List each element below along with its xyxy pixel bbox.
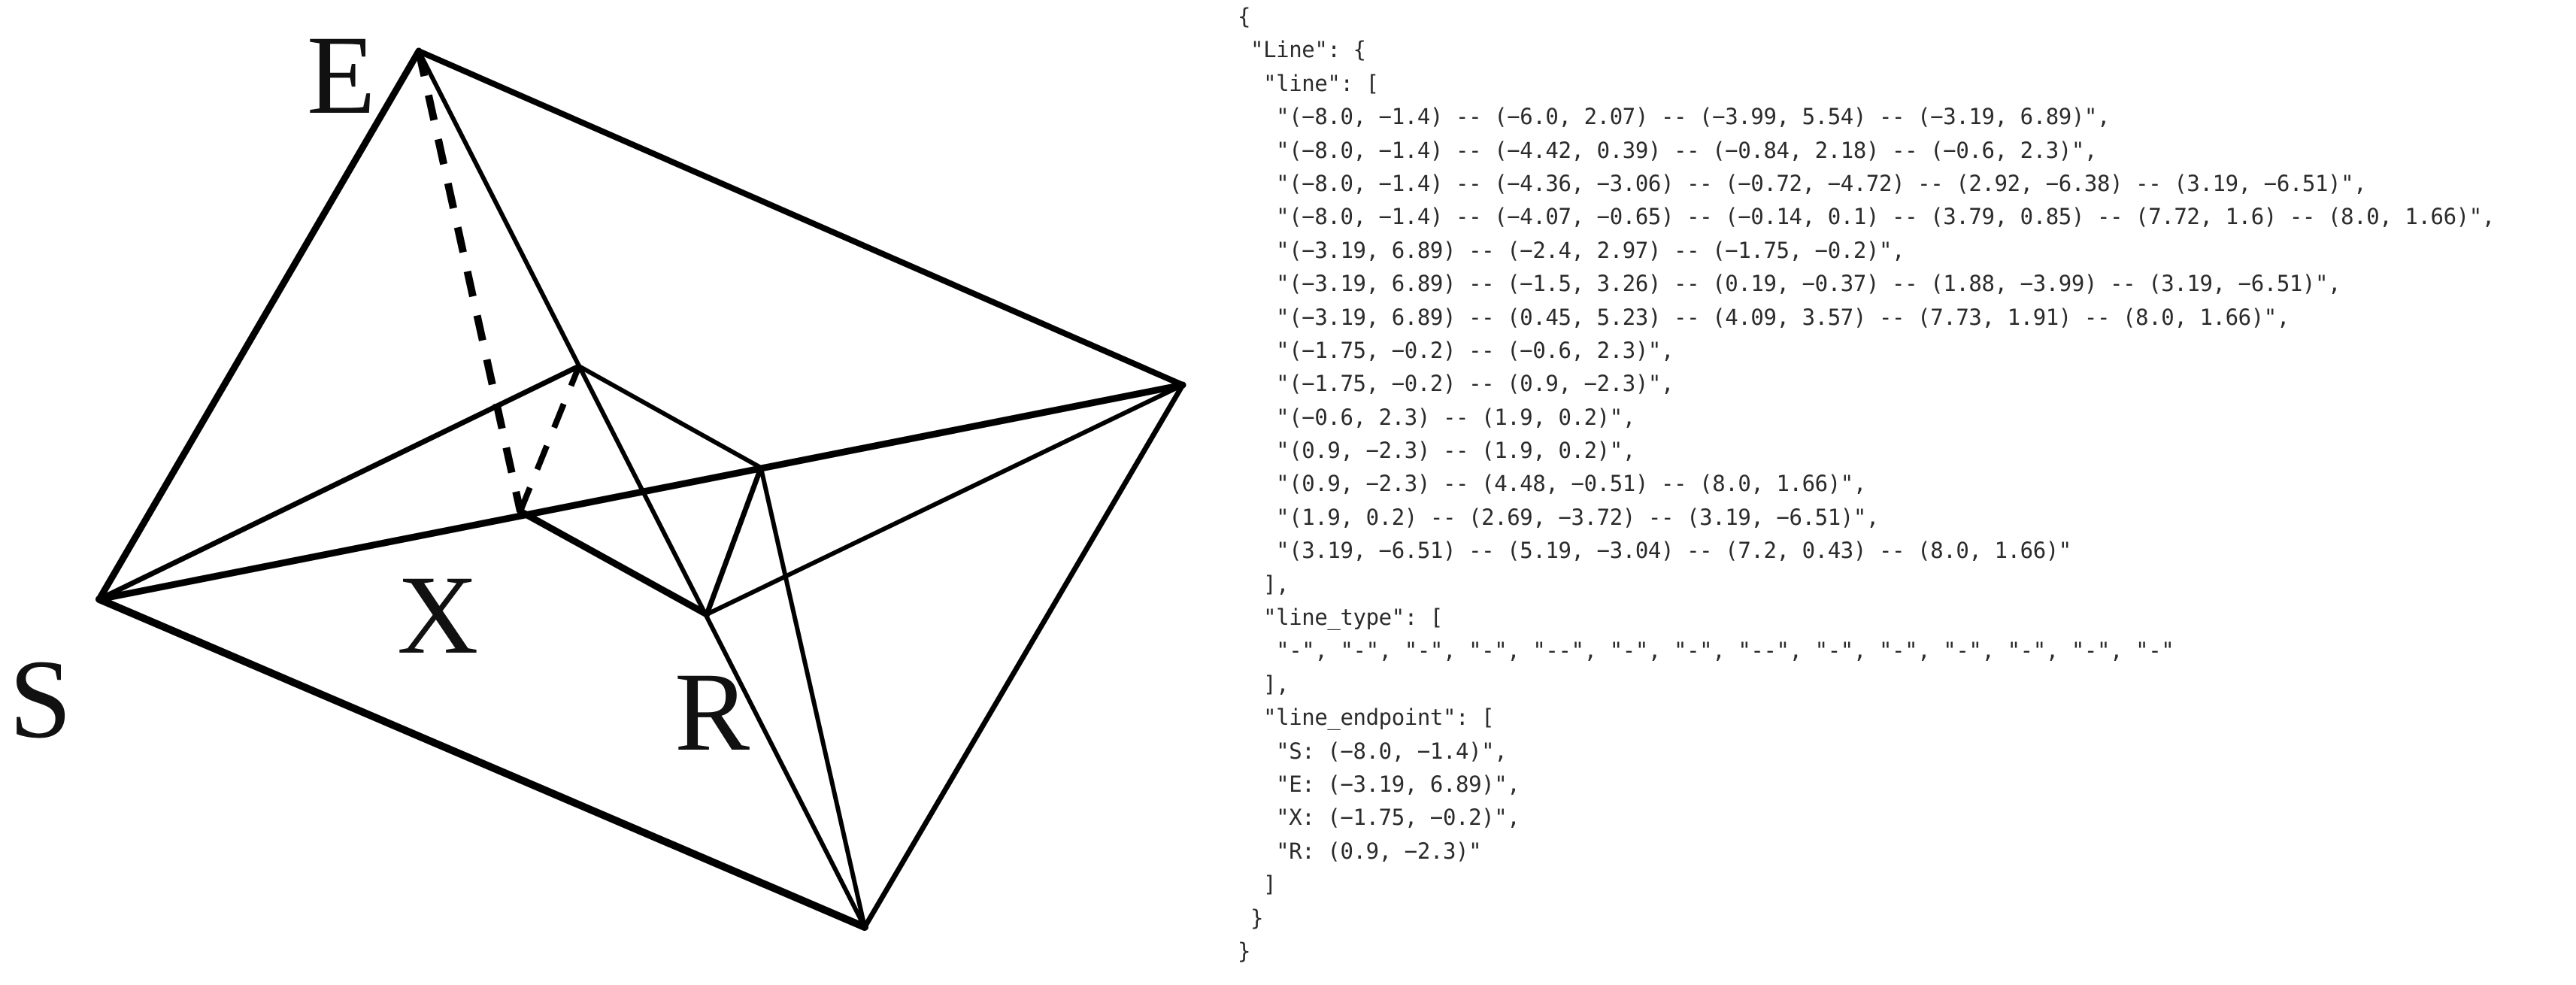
json-line: "-", "-", "-", "-", "--", "-", "-", "--"… <box>1238 638 2174 664</box>
json-line: "S: (−8.0, −1.4)", <box>1238 738 1508 764</box>
json-line: } <box>1238 905 1264 931</box>
edge-BT-RT <box>862 382 1186 930</box>
json-line: { <box>1238 4 1251 29</box>
json-line: "(−0.6, 2.3) -- (1.9, 0.2)", <box>1238 404 1635 430</box>
json-line: "(−1.75, −0.2) -- (0.9, −2.3)", <box>1238 371 1674 397</box>
json-line: "R: (0.9, −2.3)" <box>1238 838 1482 864</box>
json-text-panel: { "Line": { "line": [ "(−8.0, −1.4) -- (… <box>1238 0 2495 968</box>
edge-E-X <box>415 50 524 513</box>
json-line: "Line": { <box>1238 37 1366 63</box>
vertex-label-R: R <box>674 650 750 774</box>
json-line: "(3.19, −6.51) -- (5.19, −3.04) -- (7.2,… <box>1238 538 2071 564</box>
edge-E-RT <box>416 48 1186 388</box>
vertex-label-S: S <box>9 637 71 762</box>
vertex-label-X: X <box>397 553 478 677</box>
edge-S-E <box>95 47 423 603</box>
edge-B-BT <box>759 465 867 929</box>
json-line: "(1.9, 0.2) -- (2.69, −3.72) -- (3.19, −… <box>1238 504 1879 530</box>
json-line: "line_type": [ <box>1238 605 1443 631</box>
json-line: "(−8.0, −1.4) -- (−4.07, −0.65) -- (−0.1… <box>1238 204 2495 230</box>
edge-R-RT <box>705 383 1185 617</box>
json-line: ], <box>1238 671 1290 697</box>
geometry-diagram: E S X R <box>9 13 1186 931</box>
edge-A-B <box>577 364 763 470</box>
json-line: "(0.9, −2.3) -- (1.9, 0.2)", <box>1238 438 1635 464</box>
json-line: "(−8.0, −1.4) -- (−4.36, −3.06) -- (−0.7… <box>1238 170 2367 196</box>
json-line: "(−8.0, −1.4) -- (−4.42, 0.39) -- (−0.84… <box>1238 137 2097 163</box>
json-line: "(−3.19, 6.89) -- (−1.5, 3.26) -- (0.19,… <box>1238 271 2341 297</box>
vertex-label-E: E <box>307 13 376 138</box>
json-line: "(−3.19, 6.89) -- (−2.4, 2.97) -- (−1.75… <box>1238 237 1905 263</box>
edge-R-B <box>704 465 764 617</box>
json-line: "X: (−1.75, −0.2)", <box>1238 805 1520 831</box>
json-line: "(−3.19, 6.89) -- (0.45, 5.23) -- (4.09,… <box>1238 304 2290 330</box>
json-line: } <box>1238 938 1251 964</box>
json-line: ] <box>1238 871 1277 898</box>
json-line: "(0.9, −2.3) -- (4.48, −0.51) -- (8.0, 1… <box>1238 471 1866 497</box>
edge-X-R <box>517 508 711 618</box>
json-line: "(−8.0, −1.4) -- (−6.0, 2.07) -- (−3.99,… <box>1238 104 2111 130</box>
vertex-labels: E S X R <box>9 13 750 774</box>
edge-S-A <box>96 363 582 602</box>
diagram-edges <box>95 47 1186 931</box>
json-line: ], <box>1238 571 1290 597</box>
json-line: "(−1.75, −0.2) -- (−0.6, 2.3)", <box>1238 337 1674 363</box>
json-line: "E: (−3.19, 6.89)", <box>1238 771 1520 797</box>
edge-S-BT <box>95 596 868 931</box>
edge-E-BT <box>417 49 867 929</box>
json-line: "line_endpoint": [ <box>1238 705 1495 731</box>
json-line: "line": [ <box>1238 70 1379 96</box>
